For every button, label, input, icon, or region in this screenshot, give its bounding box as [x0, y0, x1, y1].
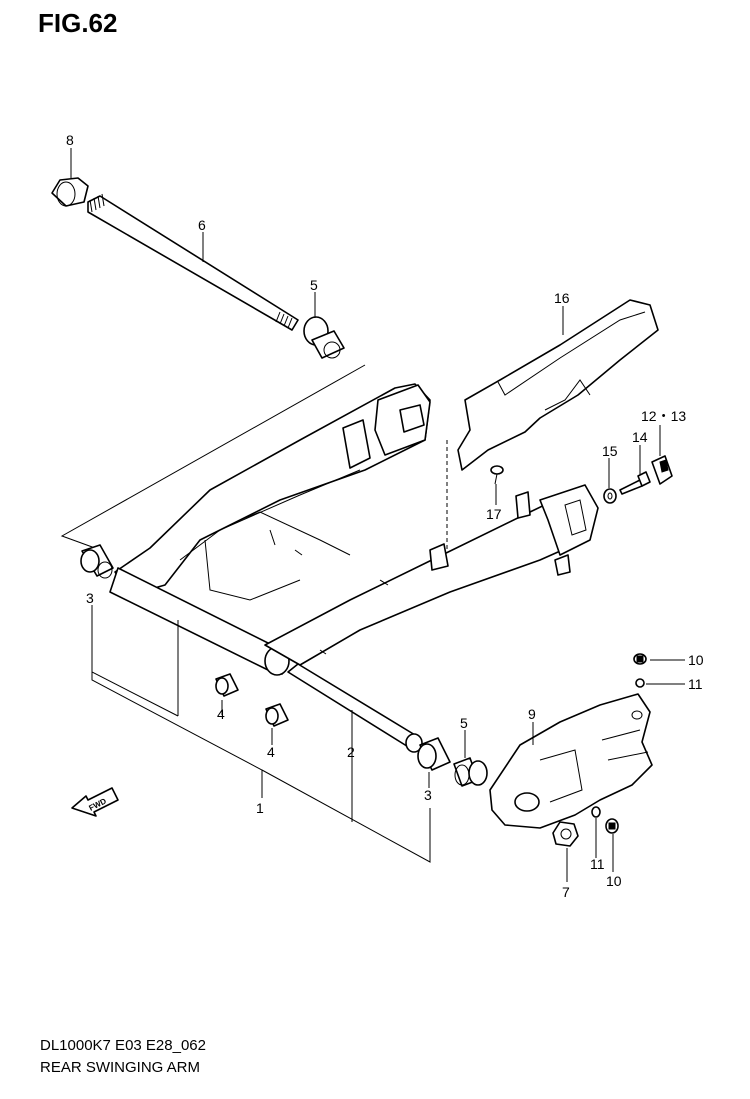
callout-15: 15: [602, 443, 618, 459]
leader-lines: [70, 148, 685, 882]
callout-2: 2: [347, 744, 355, 760]
part-5-collar-bottom[interactable]: [453, 757, 488, 787]
part-14-bolt[interactable]: [619, 471, 651, 495]
callout-16: 16: [554, 290, 570, 306]
callout-6: 6: [198, 217, 206, 233]
part-3-bearing-left[interactable]: [80, 544, 114, 579]
reference-lines: [60, 364, 448, 560]
callout-5-top: 5: [310, 277, 318, 293]
callout-3-left: 3: [86, 590, 94, 606]
part-11-washer-bottom[interactable]: [591, 806, 601, 818]
figure-name: REAR SWINGING ARM: [40, 1059, 201, 1076]
part-6-pivot-shaft[interactable]: [87, 193, 299, 331]
figure-title: FIG.62: [38, 8, 118, 38]
callout-5-bottom: 5: [460, 715, 468, 731]
part-4-bearing-a[interactable]: [215, 673, 239, 697]
callout-3-right: 3: [424, 787, 432, 803]
figure-model-code: DL1000K7 E03 E28_062: [40, 1037, 206, 1054]
part-7-nut[interactable]: [552, 821, 579, 847]
part-2-spacer[interactable]: [287, 663, 423, 753]
part-11-washer-top[interactable]: [635, 678, 645, 688]
part-15-washer[interactable]: [603, 488, 617, 504]
part-5-collar-top[interactable]: [303, 316, 345, 359]
part-12-13-clip-nut[interactable]: [651, 455, 673, 485]
part-16-chain-cover[interactable]: [457, 299, 659, 471]
callout-17: 17: [486, 506, 502, 522]
callout-14: 14: [632, 429, 648, 445]
callout-11-top: 11: [688, 676, 703, 692]
callout-1: 1: [256, 800, 264, 816]
callout-9: 9: [528, 706, 536, 722]
callout-11-bottom: 11: [590, 856, 605, 872]
part-4-bearing-b[interactable]: [265, 703, 289, 727]
part-3-bearing-right[interactable]: [417, 737, 451, 771]
callout-4-b: 4: [267, 744, 275, 760]
callout-8: 8: [66, 132, 74, 148]
callout-10-bottom: 10: [606, 873, 622, 889]
callout-10-top: 10: [688, 652, 704, 668]
callout-4-a: 4: [217, 706, 225, 722]
part-10-bolt-top[interactable]: [633, 653, 647, 665]
callout-12-13: 12・13: [641, 408, 686, 424]
callout-labels: 8 6 5 16 12・13 14 15 17 3 10 11 9 4 5 4 …: [66, 132, 704, 900]
part-10-bolt-bottom[interactable]: [605, 818, 619, 834]
part-9-chain-case[interactable]: [489, 693, 653, 829]
part-8-axle-nut[interactable]: [51, 177, 89, 207]
part-17-screw[interactable]: [490, 465, 504, 485]
part-1-swingarm[interactable]: [109, 383, 599, 676]
callout-7: 7: [562, 884, 570, 900]
fwd-arrow-icon: FWD: [71, 787, 119, 817]
